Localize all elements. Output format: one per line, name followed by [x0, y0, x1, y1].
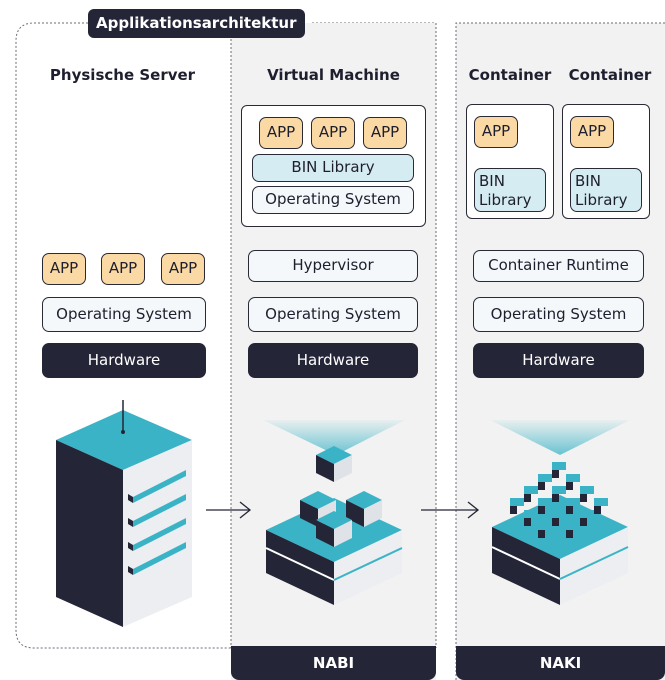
physical-app-1: APP: [42, 253, 86, 285]
vm-footer-label: NABI: [231, 646, 436, 680]
vm-bin-library: BIN Library: [252, 154, 414, 182]
vm-app-1: APP: [259, 117, 303, 149]
container-hardware-layer: Hardware: [473, 343, 644, 378]
container-2-app: APP: [570, 116, 614, 148]
vm-column-title: Virtual Machine: [267, 66, 400, 84]
container-1-app: APP: [474, 116, 518, 148]
physical-os-layer: Operating System: [42, 297, 206, 332]
server-icon: [56, 400, 192, 627]
vm-guest-os: Operating System: [252, 186, 414, 214]
arrow-right-icon: [206, 501, 252, 519]
cube-stack-icon: [490, 420, 630, 605]
container-footer-label: NAKI: [456, 646, 665, 680]
vm-os-layer: Operating System: [248, 297, 418, 332]
container-1-bin-library: BIN Library: [474, 168, 546, 212]
arrow-right-icon: [421, 501, 480, 519]
cube-stack-icon: [263, 420, 405, 605]
container-os-layer: Operating System: [473, 297, 644, 332]
container-2-bin-library: BIN Library: [570, 168, 642, 212]
physical-column-title: Physische Server: [49, 66, 196, 84]
physical-hardware-layer: Hardware: [42, 343, 206, 378]
vm-hardware-layer: Hardware: [248, 343, 418, 378]
diagram-title: Applikationsarchitektur: [88, 9, 305, 38]
container-2-title: Container: [568, 66, 652, 84]
vm-app-2: APP: [311, 117, 355, 149]
container-1-title: Container: [468, 66, 552, 84]
physical-app-2: APP: [101, 253, 145, 285]
container-dotted-border: [455, 22, 665, 680]
outer-dotted-frame: [15, 22, 436, 649]
vm-app-3: APP: [363, 117, 407, 149]
vm-hypervisor-layer: Hypervisor: [248, 250, 418, 282]
container-runtime-layer: Container Runtime: [473, 250, 644, 282]
physical-app-3: APP: [161, 253, 205, 285]
